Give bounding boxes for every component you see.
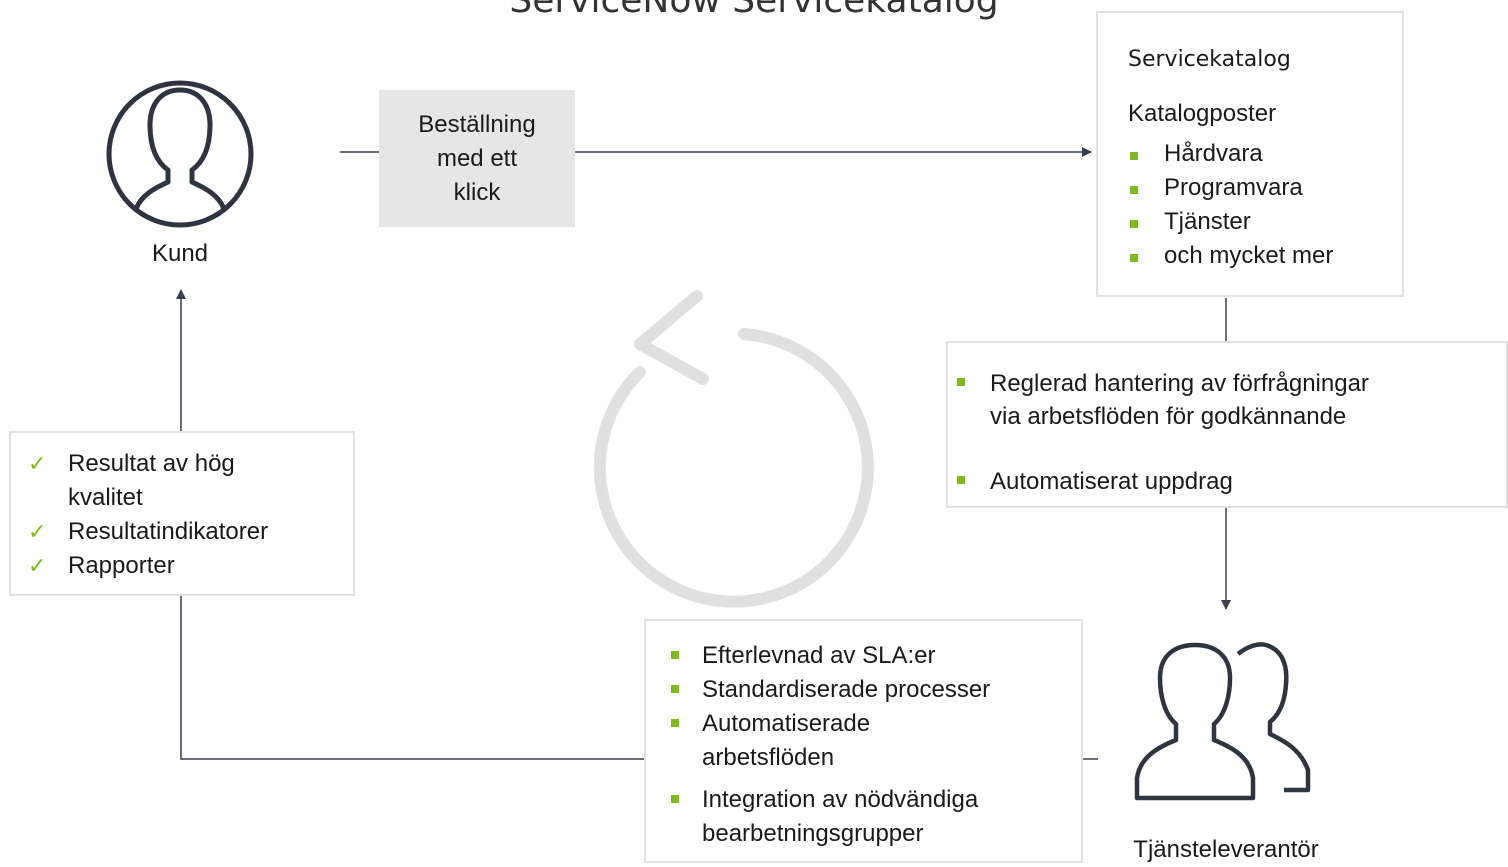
bullet-icon [957, 378, 965, 386]
list-item: och mycket mer [1128, 242, 1333, 276]
order-step-line-3: klick [453, 178, 501, 206]
checkmark-icon: ✓ [28, 554, 47, 579]
list-item: Programvara [1128, 174, 1333, 208]
list-item: Standardiserade processer [671, 673, 990, 707]
results-box: ✓ Resultat av hög kvalitet ✓ Resultatind… [9, 431, 355, 596]
catalog-heading: Servicekatalog [1128, 47, 1291, 72]
cycle-arrow-icon [593, 290, 874, 608]
catalog-box: Servicekatalog Katalogposter Hårdvara Pr… [1096, 11, 1404, 297]
bullet-icon [671, 651, 679, 659]
bullet-icon [1130, 186, 1138, 194]
catalog-subheading: Katalogposter [1128, 100, 1277, 127]
list-item: Tjänster [1128, 208, 1333, 242]
delivery-box: Efterlevnad av SLA:er Standardiserade pr… [644, 619, 1083, 863]
list-item: ✓ Rapporter [28, 549, 175, 583]
order-step-line-1: Beställning [418, 110, 536, 138]
list-item: ✓ Resultatindikatorer [28, 515, 268, 549]
order-step-line-2: med ett [436, 144, 518, 172]
request-handling-box: Reglerad hantering av förfrågningar via … [946, 341, 1508, 508]
connector-delivery-to-results [180, 596, 644, 760]
bullet-icon [671, 795, 679, 803]
list-item: Hårdvara [1128, 140, 1333, 174]
list-item: Integration av nödvändiga bearbetningsgr… [671, 783, 978, 851]
checkmark-icon: ✓ [28, 452, 47, 477]
bullet-icon [671, 685, 679, 693]
bullet-icon [1130, 152, 1138, 160]
bullet-icon [957, 476, 965, 484]
diagram-title: ServiceNow Servicekatalog [509, 0, 999, 21]
provider-label: Tjänsteleverantör [1133, 836, 1319, 863]
order-step-box: Beställning med ett klick [379, 90, 575, 227]
user-icon [106, 80, 254, 228]
users-icon [1134, 642, 1311, 801]
list-item: Automatiserade arbetsflöden [671, 707, 870, 775]
bullet-icon [671, 719, 679, 727]
list-item: Reglerad hantering av förfrågningar via … [957, 367, 1369, 433]
bullet-icon [1130, 254, 1138, 262]
bullet-icon [1130, 220, 1138, 228]
checkmark-icon: ✓ [28, 520, 47, 545]
list-item: ✓ Resultat av hög kvalitet [28, 450, 235, 511]
customer-label: Kund [151, 240, 209, 267]
list-item: Efterlevnad av SLA:er [671, 639, 935, 673]
list-item: Automatiserat uppdrag [957, 465, 1233, 498]
catalog-items: Hårdvara Programvara Tjänster och mycket… [1128, 140, 1333, 276]
